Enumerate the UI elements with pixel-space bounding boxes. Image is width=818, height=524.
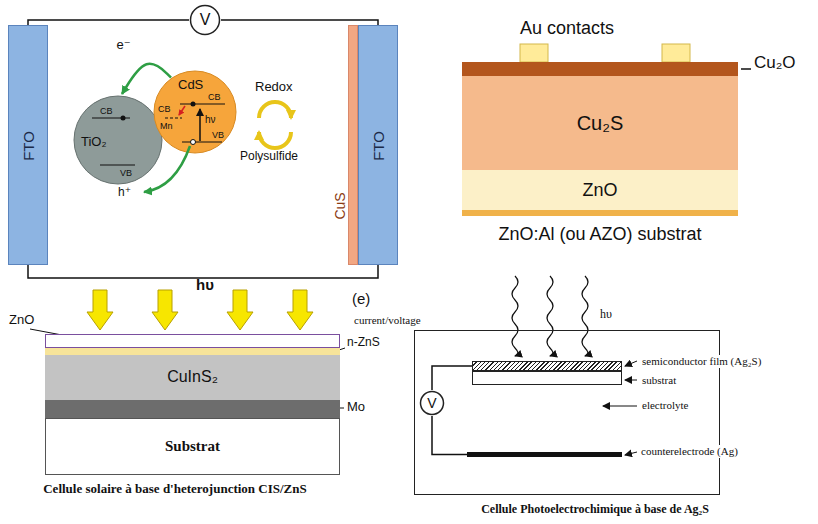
zno-layer: ZnO bbox=[462, 170, 738, 210]
voltmeter-symbol-label: V bbox=[200, 11, 211, 29]
light-wave bbox=[547, 276, 553, 356]
pointer-arrow bbox=[625, 452, 637, 455]
fto-electrode-label: FTO bbox=[20, 131, 37, 161]
cds-quantum-dot-label: CdS bbox=[178, 78, 203, 93]
band-label: CB bbox=[208, 92, 221, 102]
tio2-particle-label: TiO₂ bbox=[81, 135, 107, 150]
photon-label: hν bbox=[205, 114, 216, 126]
photon-label: hυ bbox=[196, 276, 214, 293]
cu2o-layer-label: Cu₂O bbox=[754, 53, 796, 73]
cus-counter-layer-label: CuS bbox=[332, 192, 348, 219]
substrate-layer: Substrat bbox=[45, 418, 340, 475]
fto-electrode-label: FTO bbox=[370, 131, 387, 161]
voltmeter-symbol: V bbox=[419, 390, 445, 416]
leader-line bbox=[741, 68, 751, 70]
cuins2-absorber-layer-label: CuInS₂ bbox=[167, 368, 218, 386]
redox-label: Redox bbox=[255, 80, 293, 95]
au-contact bbox=[662, 44, 690, 62]
band-label: VB bbox=[212, 130, 224, 140]
substrate-label: substrat bbox=[640, 374, 678, 387]
light-arrow bbox=[287, 290, 313, 330]
band-diagram bbox=[144, 102, 225, 193]
panel-letter: (e) bbox=[352, 290, 370, 307]
substrate: substrat bbox=[472, 371, 622, 385]
band-label: VB bbox=[120, 168, 132, 178]
signal-label: current/voltage bbox=[352, 314, 423, 327]
light-wave bbox=[512, 276, 518, 356]
cuins2-absorber-layer: CuInS₂ bbox=[45, 355, 340, 400]
redox-cycle-arrow bbox=[259, 132, 291, 148]
azo-substrate-label: ZnO:Al (ou AZO) substrat bbox=[498, 224, 701, 245]
light-arrow bbox=[227, 290, 253, 330]
ag2s-film-label: semiconductor film (Ag₂S) bbox=[640, 355, 763, 368]
hole-label: h⁺ bbox=[118, 186, 131, 200]
ag2s-film: semiconductor film (Ag₂S) bbox=[472, 361, 622, 371]
pointer-arrow bbox=[625, 361, 637, 366]
n-zns-buffer-layer: n-ZnS bbox=[45, 348, 340, 355]
cus-counter-layer: CuS bbox=[348, 25, 358, 265]
circuit-wire bbox=[28, 20, 189, 25]
electron-label: e⁻ bbox=[117, 38, 131, 53]
figure-caption: Cellule Photoelectrochimique à base de A… bbox=[400, 503, 790, 517]
band-label: CB bbox=[158, 104, 171, 114]
circuit-wire bbox=[432, 416, 467, 455]
electrolyte-label: Polysulfide bbox=[240, 150, 298, 164]
voltmeter-symbol: V bbox=[189, 4, 221, 36]
light-arrow bbox=[87, 290, 113, 330]
mo-back-contact: Mo bbox=[45, 400, 340, 418]
dopant-label: Mn bbox=[160, 121, 173, 131]
photon-label: hυ bbox=[598, 308, 614, 322]
fto-electrode: FTO bbox=[8, 25, 48, 265]
band-label: CB bbox=[100, 106, 113, 116]
voltmeter-symbol-label: V bbox=[427, 395, 436, 411]
au-contact bbox=[520, 44, 548, 62]
zno-layer-label: ZnO bbox=[582, 180, 617, 201]
ag-counterelectrode-label: counterelectrode (Ag) bbox=[639, 445, 740, 458]
electrochemical-cell-label: electrolyte bbox=[640, 399, 690, 412]
zno-window-layer: ZnO bbox=[45, 334, 340, 348]
tio2-particle: TiO₂ bbox=[73, 95, 163, 185]
light-arrow bbox=[152, 290, 178, 330]
n-zns-buffer-layer-label: n-ZnS bbox=[347, 336, 380, 350]
cu2s-layer: Cu₂S bbox=[462, 76, 738, 170]
substrate-layer-label: Substrat bbox=[165, 438, 220, 455]
cu2s-layer-label: Cu₂S bbox=[577, 112, 624, 135]
pointer-arrow bbox=[603, 406, 637, 407]
light-wave bbox=[582, 276, 588, 356]
ag-counterelectrode: counterelectrode (Ag) bbox=[467, 452, 622, 457]
contact-label: Au contacts bbox=[520, 18, 614, 39]
fto-electrode: FTO bbox=[358, 25, 398, 265]
cu2o-layer: Cu₂O bbox=[462, 62, 738, 76]
electrochemical-cell: electrolytesemiconductor film (Ag₂S)subs… bbox=[414, 330, 720, 495]
azo-substrate: ZnO:Al (ou AZO) substrat bbox=[462, 210, 738, 216]
pointer-arrow bbox=[625, 380, 637, 381]
redox-cycle-arrow bbox=[259, 102, 291, 118]
zno-window-layer-label: ZnO bbox=[9, 313, 34, 328]
mo-back-contact-label: Mo bbox=[347, 400, 365, 415]
figure-caption: Cellule solaire à base d'heterojunction … bbox=[15, 482, 335, 497]
circuit-wire bbox=[432, 366, 472, 390]
